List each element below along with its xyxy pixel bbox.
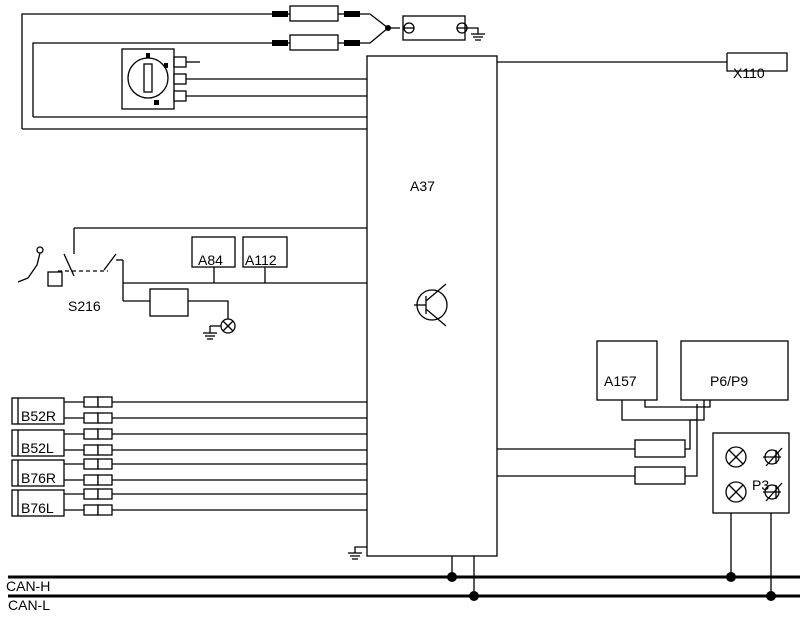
s216-switch: S216 [17,227,367,340]
b76r-label: B76R [21,470,56,486]
a112-module: A112 [242,236,288,283]
p3-module: P3 [712,432,790,596]
a112-label: A112 [245,252,277,268]
connector-top-1b [344,11,360,17]
x110-label: X110 [733,65,765,81]
connector-top-2a [272,40,288,46]
fuse-top-1 [289,5,339,22]
ground-icon [471,33,485,41]
lamp-icon [220,318,236,334]
ground-icon [348,552,362,560]
b76l-label: B76L [21,500,54,516]
a157-label: A157 [604,373,637,389]
a37-module: A37 [348,55,498,560]
p3-label: P3 [752,477,769,493]
s216-relay [149,288,189,317]
can-h-label: CAN-H [6,578,50,594]
resistor-2 [634,466,686,485]
p6p9-label: P6/P9 [710,373,748,389]
led-icon [763,447,783,467]
a84-label: A84 [198,252,223,268]
led-icon [763,482,783,502]
sensor-b76r: B76R [11,458,367,487]
b52r-label: B52R [21,408,56,424]
a37-label: A37 [410,178,435,194]
sensor-b52r: B52R [11,396,367,425]
transistor-icon [414,283,448,327]
sensor-b76l: B76L [11,488,367,517]
can-bus: CAN-H CAN-L [6,556,800,613]
can-l-label: CAN-L [8,597,50,613]
resistor-1 [634,439,686,458]
lamp-icon [725,446,747,468]
resistor-circuit [497,420,698,485]
x110-connector: X110 [497,52,788,81]
b52l-label: B52L [21,440,54,456]
lamp-icon [725,481,747,503]
s216-label: S216 [68,298,101,314]
a157-module: A157 [596,340,698,421]
fuse-top-2 [289,34,339,51]
p6p9-module: P6/P9 [644,340,789,421]
connector-top-1a [272,11,288,17]
sensor-b52l: B52L [11,428,367,457]
rotary-switch-icon [121,48,367,110]
connector-top-2b [344,40,360,46]
ground-icon [203,332,217,340]
top-fuse-circuit [21,5,485,130]
a84-module: A84 [191,236,236,283]
